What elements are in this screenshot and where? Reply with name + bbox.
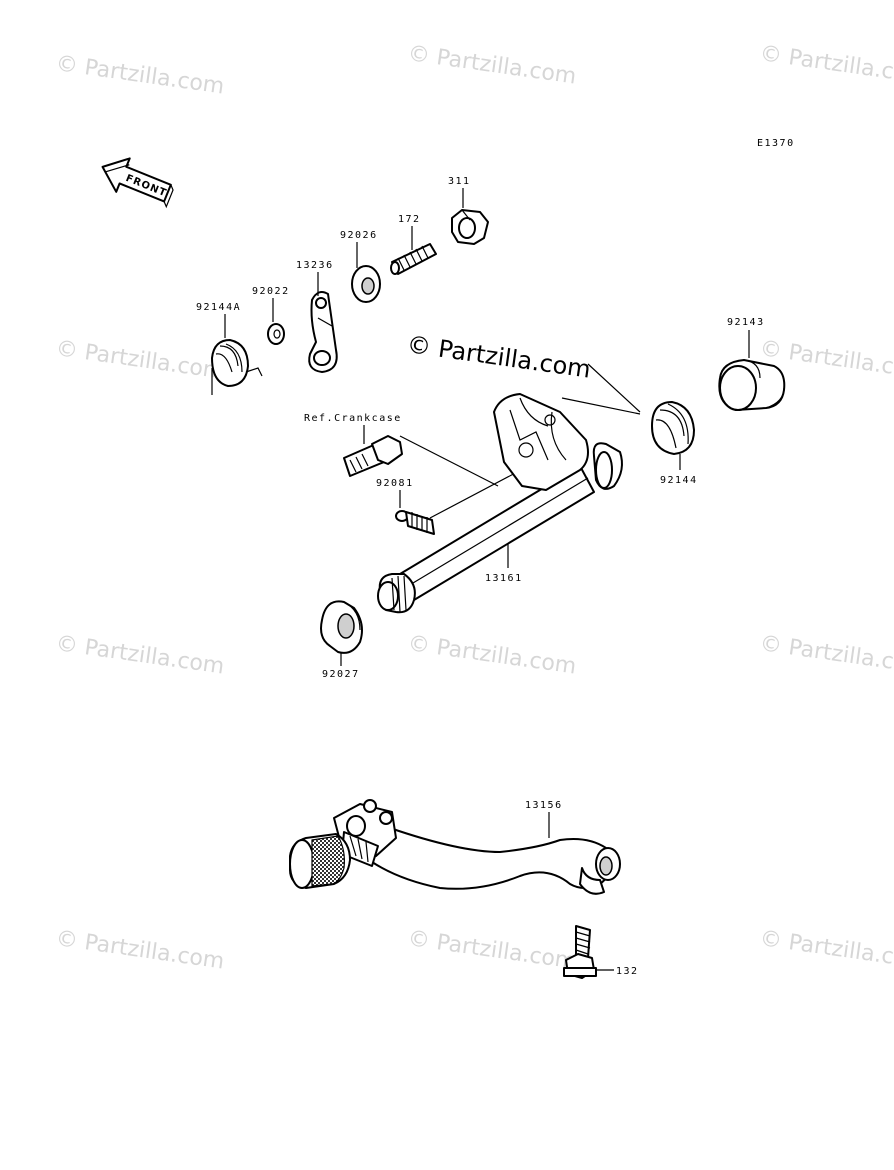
part-13236-lever[interactable] (308, 291, 338, 373)
part-number-92022[interactable]: 92022 (252, 286, 290, 297)
crankcase-bolt[interactable] (343, 435, 403, 477)
watermark: © Partzilla.com (758, 41, 894, 89)
part-number-92143[interactable]: 92143 (727, 317, 765, 328)
watermark: © Partzilla.com (758, 926, 894, 974)
part-311-nut[interactable] (451, 209, 489, 245)
watermark: © Partzilla.com (406, 41, 578, 89)
part-92081-spring[interactable] (395, 510, 435, 535)
watermark: © Partzilla.com (54, 336, 226, 384)
part-number-172[interactable]: 172 (398, 214, 421, 225)
part-132-bolt[interactable] (563, 925, 597, 979)
part-92026-washer[interactable] (351, 265, 381, 303)
part-number-132[interactable]: 132 (616, 966, 639, 977)
part-13156-shift-pedal[interactable] (289, 799, 621, 895)
part-92027-oil-seal[interactable] (320, 600, 363, 654)
part-number-13236[interactable]: 13236 (296, 260, 334, 271)
watermark: © Partzilla.com (758, 631, 894, 679)
ref-crankcase-label: Ref.Crankcase (304, 413, 402, 424)
center-watermark: © Partzilla.com (405, 330, 592, 384)
part-number-92026[interactable]: 92026 (340, 230, 378, 241)
front-arrow: FRONT (101, 157, 174, 209)
part-92144-spring[interactable] (561, 363, 695, 455)
part-13161-shift-shaft[interactable] (377, 393, 623, 614)
part-number-13161[interactable]: 13161 (485, 573, 523, 584)
watermark-grid: © Partzilla.com © Partzilla.com © Partzi… (54, 41, 894, 974)
part-number-92144[interactable]: 92144 (660, 475, 698, 486)
diagram-code: E1370 (757, 138, 795, 149)
part-number-13156[interactable]: 13156 (525, 800, 563, 811)
part-number-311[interactable]: 311 (448, 176, 471, 187)
part-number-92144a[interactable]: 92144A (196, 302, 241, 313)
watermark: © Partzilla.com (406, 631, 578, 679)
watermark: © Partzilla.com (54, 926, 226, 974)
watermark: © Partzilla.com (406, 926, 578, 974)
part-92144a-spring[interactable] (211, 339, 263, 395)
part-92022-washer[interactable] (267, 323, 285, 345)
part-number-92081[interactable]: 92081 (376, 478, 414, 489)
watermark: © Partzilla.com (54, 631, 226, 679)
part-number-92027[interactable]: 92027 (322, 669, 360, 680)
part-172-stud[interactable] (390, 243, 437, 275)
watermark: © Partzilla.com (54, 51, 226, 99)
part-92143-collar[interactable] (718, 359, 786, 411)
